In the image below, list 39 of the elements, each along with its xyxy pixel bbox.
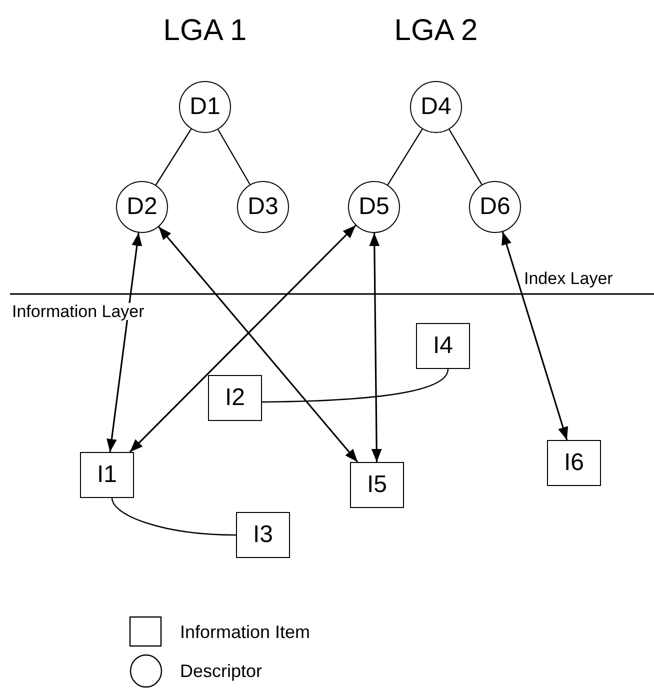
layer-label: Information Layer bbox=[12, 303, 144, 320]
legend-text: Information Item bbox=[180, 623, 310, 641]
connector-line bbox=[448, 129, 482, 185]
information-item-box bbox=[208, 375, 262, 421]
information-item-box bbox=[416, 323, 470, 369]
node-label: D1 bbox=[190, 95, 220, 119]
legend-text: Descriptor bbox=[180, 662, 262, 680]
node-label: D2 bbox=[126, 195, 158, 219]
descriptor-circle bbox=[179, 81, 231, 133]
descriptor-circle bbox=[116, 181, 168, 233]
connector-line bbox=[262, 368, 449, 403]
descriptor-circle bbox=[348, 181, 400, 233]
connector-line bbox=[218, 129, 250, 185]
node-label: D6 bbox=[480, 195, 510, 219]
node-label: D4 bbox=[420, 95, 452, 119]
connector-line bbox=[155, 128, 192, 186]
arrow bbox=[106, 232, 142, 452]
arrow bbox=[158, 226, 358, 463]
descriptor-circle bbox=[237, 181, 289, 233]
node-label: I5 bbox=[366, 473, 387, 497]
node-label: I6 bbox=[564, 451, 584, 475]
arrow bbox=[502, 232, 568, 440]
information-item-box bbox=[80, 452, 134, 498]
node-label: I4 bbox=[432, 334, 453, 358]
information-item-box bbox=[236, 512, 290, 558]
information-item-box bbox=[547, 440, 601, 486]
descriptor-circle bbox=[410, 81, 462, 133]
node-label: D5 bbox=[358, 195, 390, 219]
arrow bbox=[129, 224, 356, 453]
layer-label: Index Layer bbox=[524, 270, 613, 287]
descriptor-circle bbox=[469, 181, 521, 233]
node-label: I1 bbox=[96, 463, 117, 487]
connector-line bbox=[387, 128, 423, 186]
information-item-box bbox=[350, 462, 404, 508]
arrow bbox=[369, 233, 382, 462]
connector-line bbox=[111, 498, 236, 536]
node-label: D3 bbox=[248, 195, 278, 219]
node-label: I3 bbox=[252, 523, 273, 547]
node-label: I2 bbox=[224, 386, 245, 410]
